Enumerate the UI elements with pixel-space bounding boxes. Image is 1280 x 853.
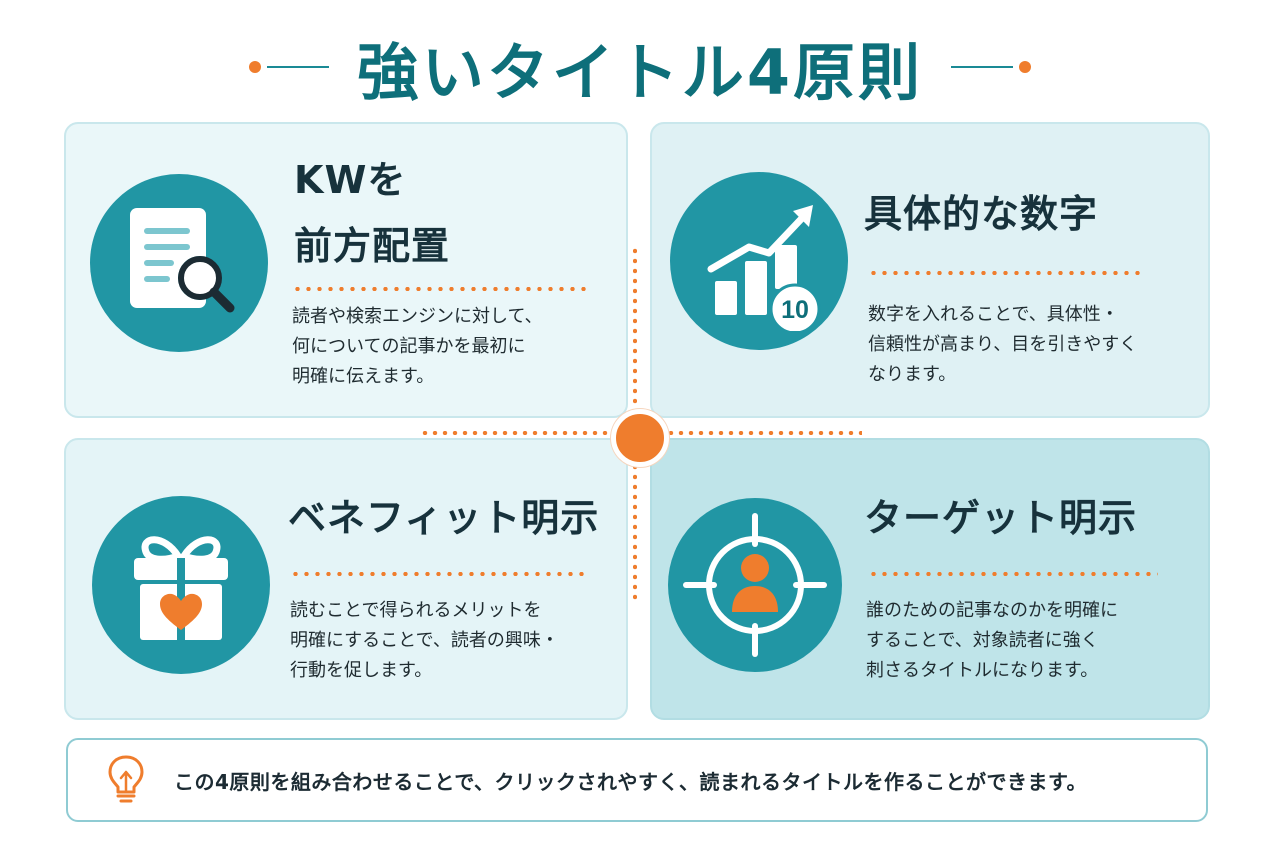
growth-chart-icon-circle: 10 xyxy=(670,172,848,350)
card-heading: ベネフィット明示 xyxy=(288,496,600,540)
document-search-icon xyxy=(130,208,235,313)
card-description: 読者や検索エンジンに対して、 何についての記事かを最初に 明確に伝えます。 xyxy=(292,306,543,387)
principle-card-numbers: 10 具体的な数字 数字を入れることで、具体性・ 信頼性が高まり、目を引きやすく… xyxy=(650,122,1210,418)
principle-card-benefit: ベネフィット明示 読むことで得られるメリットを 明確にすることで、読者の興味・ … xyxy=(64,438,628,720)
connector-vertical-top xyxy=(633,246,637,406)
card-heading: 具体的な数字 xyxy=(864,192,1099,236)
connector-vertical-bottom xyxy=(633,462,637,602)
connector-horizontal-right xyxy=(666,431,862,435)
lightbulb-icon xyxy=(106,754,146,806)
card-heading-line2: 前方配置 xyxy=(294,224,451,268)
title-area: 強いタイトル4原則 xyxy=(0,22,1280,112)
card-description: 数字を入れることで、具体性・ 信頼性が高まり、目を引きやすく なります。 xyxy=(868,304,1138,385)
principle-card-keyword: KWを 前方配置 読者や検索エンジンに対して、 何についての記事かを最初に 明確… xyxy=(64,122,628,418)
summary-footer: この4原則を組み合わせることで、クリックされやすく、読まれるタイトルを作ることが… xyxy=(66,738,1208,822)
heading-divider xyxy=(290,572,590,576)
heading-divider xyxy=(868,572,1158,576)
gift-heart-icon xyxy=(134,536,228,640)
card-heading: ターゲット明示 xyxy=(864,496,1138,540)
page-title: 強いタイトル4原則 xyxy=(356,36,924,109)
connector-horizontal-left xyxy=(420,431,608,435)
summary-text: この4原則を組み合わせることで、クリックされやすく、読まれるタイトルを作ることが… xyxy=(174,769,1088,794)
document-search-icon-circle xyxy=(90,174,268,352)
card-description: 読むことで得られるメリットを 明確にすることで、読者の興味・ 行動を促します。 xyxy=(290,600,559,681)
gift-heart-icon-circle xyxy=(92,496,270,674)
heading-divider xyxy=(292,287,592,291)
heading-divider xyxy=(868,271,1146,275)
number-badge: 10 xyxy=(781,296,809,324)
title-decoration-left xyxy=(248,61,335,73)
center-connector-dot xyxy=(611,409,669,467)
target-person-icon-circle xyxy=(668,498,842,672)
principle-card-target: ターゲット明示 誰のための記事なのかを明確に することで、対象読者に強く 刺さる… xyxy=(650,438,1210,720)
title-decoration-right xyxy=(945,61,1032,73)
target-person-icon xyxy=(683,513,827,657)
growth-chart-icon: 10 xyxy=(707,205,821,331)
card-heading-line1: KWを xyxy=(294,158,407,202)
card-description: 誰のための記事なのかを明確に することで、対象読者に強く 刺さるタイトルになりま… xyxy=(866,600,1118,681)
